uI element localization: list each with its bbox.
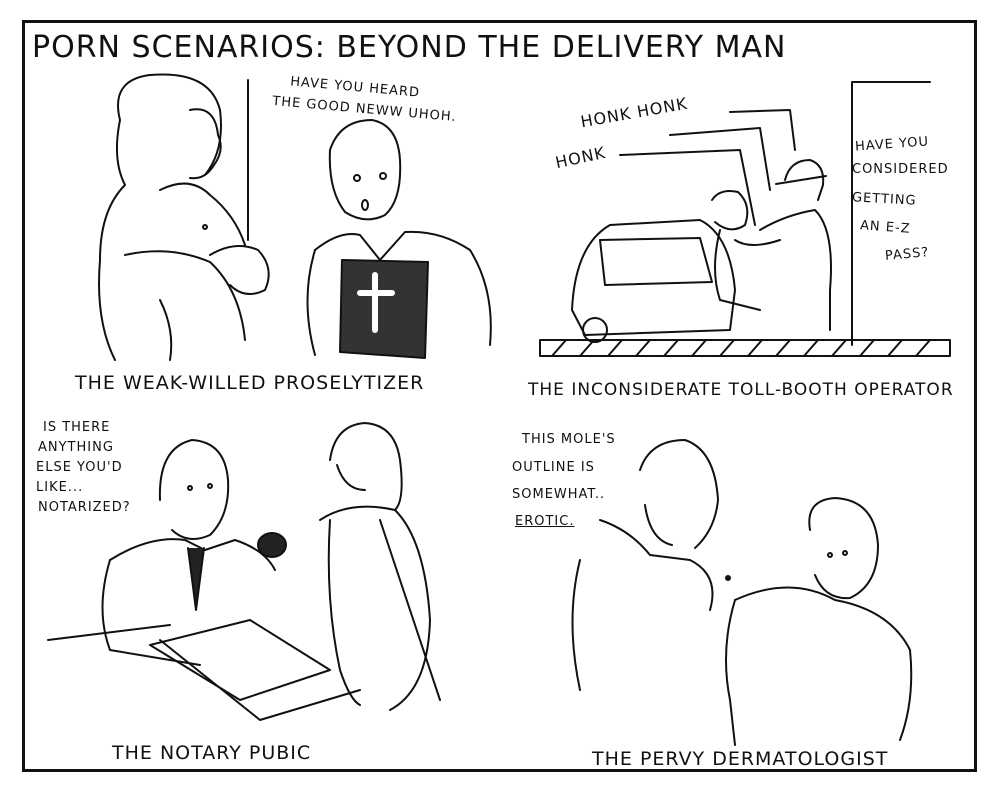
driver-woman-drawing <box>711 190 761 311</box>
notary-speech-line-5: NOTARIZED? <box>38 500 131 515</box>
notary-man-drawing <box>101 439 276 666</box>
traffic-cars-drawing <box>571 109 796 343</box>
notary-speech-line-3: ELSE YOU'D <box>36 460 123 475</box>
comic-frame <box>22 20 977 772</box>
desk-drawing <box>47 619 361 721</box>
dermatologist-drawing <box>571 439 719 691</box>
toll-booth-drawing <box>851 81 931 346</box>
toll-operator-drawing <box>734 159 832 331</box>
proselytizer-drawing <box>306 119 492 356</box>
woman-in-robe-drawing <box>98 73 270 361</box>
toll-speech-line-5: PASS? <box>884 245 930 264</box>
panel-2-caption: THE INCONSIDERATE TOLL-BOOTH OPERATOR <box>528 380 954 400</box>
toll-speech-line-4: AN E-Z <box>859 218 912 237</box>
toll-speech-line-3: GETTING <box>851 190 917 209</box>
hatched-curb-drawing <box>539 339 951 357</box>
patient-man-drawing <box>725 497 913 746</box>
comic-title: PORN SCENARIOS: BEYOND THE DELIVERY MAN <box>32 30 787 65</box>
notary-stamp-drawing <box>257 532 287 558</box>
panel-3-caption: THE NOTARY PUBIC <box>112 742 312 764</box>
notary-speech-line-1: IS THERE <box>43 420 111 435</box>
notary-speech-line-2: ANYTHING <box>38 440 114 455</box>
toll-speech-line-2: CONSIDERED <box>852 162 949 177</box>
derm-speech-line-2: OUTLINE IS <box>512 460 595 475</box>
bible-drawing <box>339 259 429 359</box>
notary-speech-line-4: LIKE... <box>36 480 84 495</box>
derm-speech-line-1: THIS MOLE'S <box>522 432 616 447</box>
derm-speech-line-4: EROTIC. <box>515 514 575 529</box>
woman-client-drawing <box>319 422 441 711</box>
panel-1-caption: THE WEAK-WILLED PROSELYTIZER <box>75 372 425 394</box>
panel-4-caption: THE PERVY DERMATOLOGIST <box>592 748 889 770</box>
derm-speech-line-3: SOMEWHAT.. <box>512 487 606 502</box>
